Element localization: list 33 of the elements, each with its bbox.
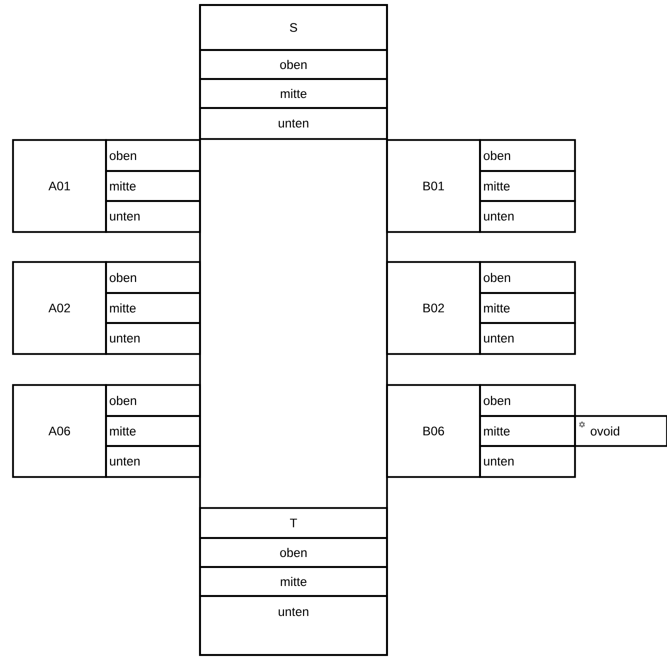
label-cell: oben bbox=[199, 49, 388, 80]
label-cell: A02 bbox=[12, 261, 107, 355]
label-cell: T bbox=[199, 507, 388, 539]
table-cell: oben bbox=[479, 261, 576, 294]
label-cell: B02 bbox=[386, 261, 481, 355]
table-cell: unten bbox=[479, 200, 576, 233]
table-cell: oben bbox=[105, 139, 201, 172]
table-cell: oben bbox=[479, 384, 576, 417]
label-cell: A01 bbox=[12, 139, 107, 233]
table-cell: ovoid bbox=[574, 415, 667, 447]
table-cell: oben bbox=[105, 384, 201, 417]
table-cell: unten bbox=[479, 445, 576, 478]
table-cell: mitte bbox=[105, 292, 201, 324]
label-cell: A06 bbox=[12, 384, 107, 478]
table-cell: mitte bbox=[105, 170, 201, 202]
label-cell: unten bbox=[199, 595, 388, 656]
table-cell: oben bbox=[105, 261, 201, 294]
label-cell: mitte bbox=[199, 566, 388, 597]
label-cell: mitte bbox=[199, 78, 388, 109]
table-cell: mitte bbox=[105, 415, 201, 447]
label-cell: S bbox=[199, 4, 388, 51]
table-cell: mitte bbox=[479, 170, 576, 202]
table-cell: unten bbox=[105, 322, 201, 355]
label-cell: unten bbox=[199, 107, 388, 140]
table-cell: unten bbox=[105, 200, 201, 233]
label-cell: B06 bbox=[386, 384, 481, 478]
table-cell: unten bbox=[105, 445, 201, 478]
label-cell: oben bbox=[199, 537, 388, 568]
table-cell: unten bbox=[479, 322, 576, 355]
table-cell: mitte bbox=[479, 415, 576, 447]
table-cell: oben bbox=[479, 139, 576, 172]
label-cell: B01 bbox=[386, 139, 481, 233]
table-cell: mitte bbox=[479, 292, 576, 324]
